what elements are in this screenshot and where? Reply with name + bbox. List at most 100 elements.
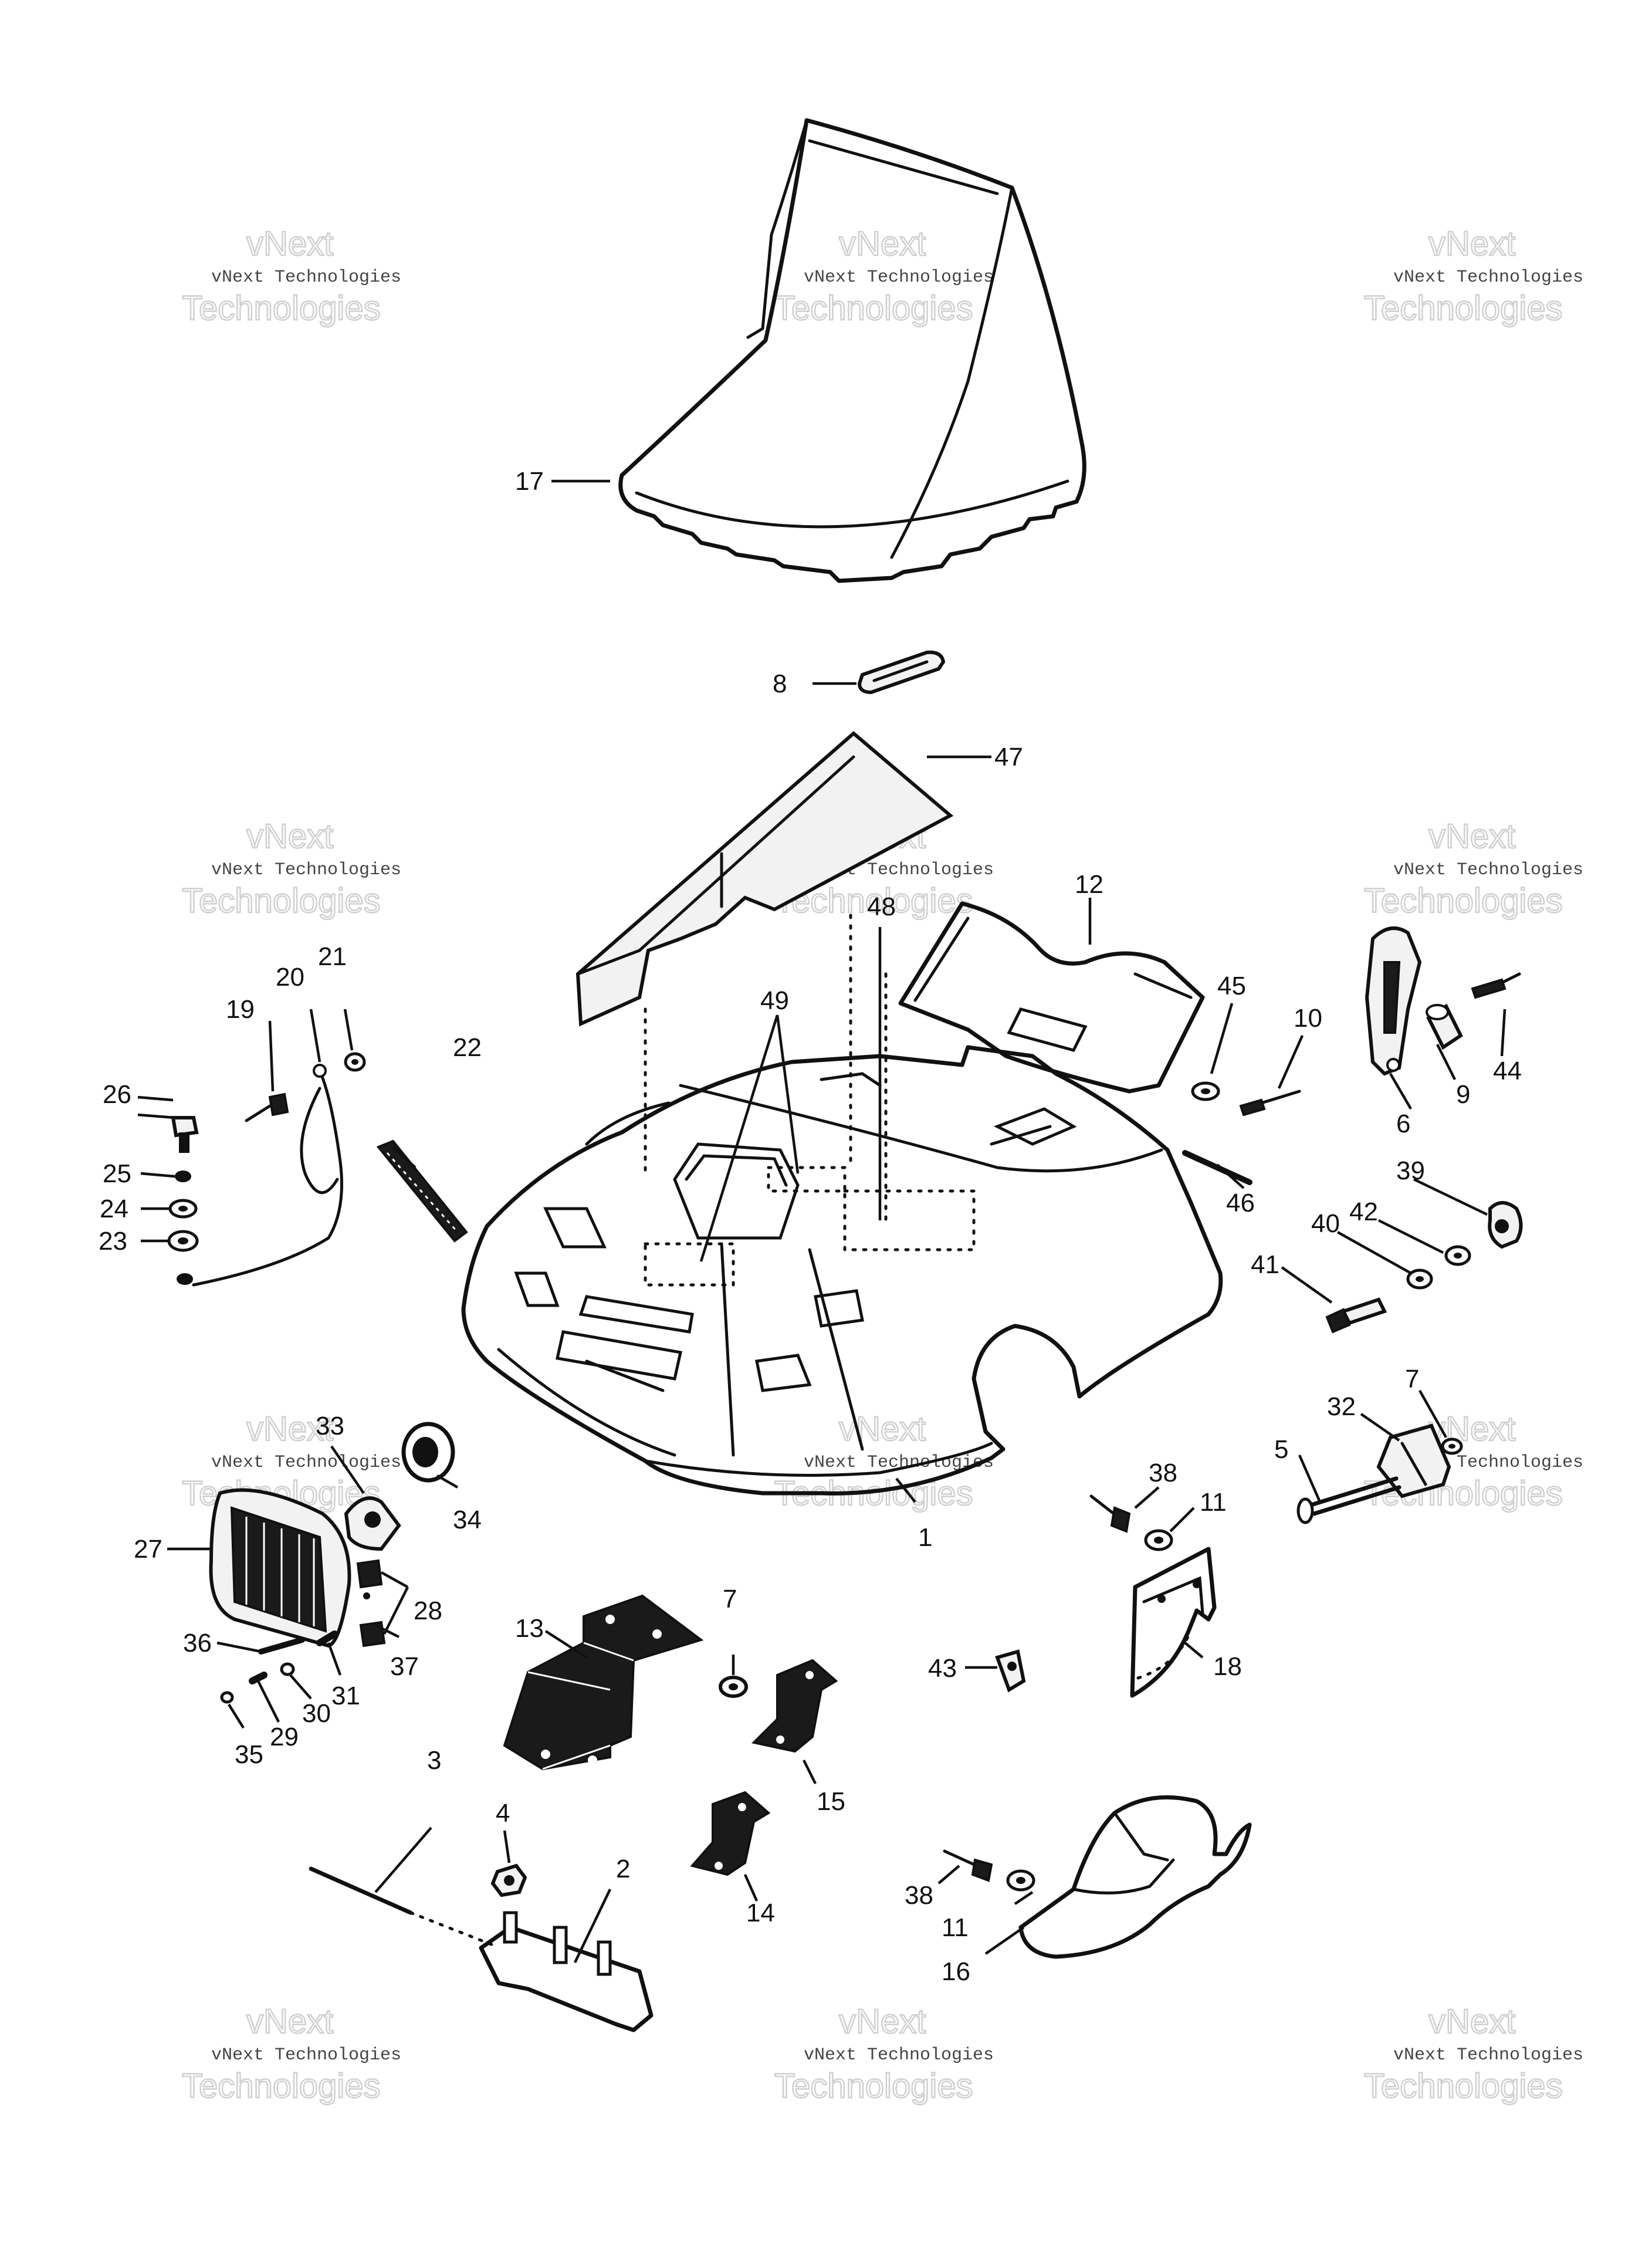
callout-10: 10 [1294,1004,1322,1033]
callout-24: 24 [100,1195,128,1223]
latch-handle-part[interactable] [1365,926,1422,1076]
mesh-bracket-part-14[interactable] [690,1791,771,1876]
callout-17: 17 [515,467,544,496]
svg-text:vNext Technologies: vNext Technologies [804,2045,994,2065]
svg-text:vNext: vNext [1428,2002,1515,2041]
washer-part-40[interactable] [1406,1268,1433,1290]
washer-part-45[interactable] [1191,1081,1220,1101]
nut-part-39[interactable] [1488,1201,1523,1249]
callout-35: 35 [235,1740,263,1769]
seat-cover-part[interactable] [1018,1795,1252,1959]
callout-8: 8 [773,669,787,698]
callout-9: 9 [1456,1080,1470,1109]
clip-part-28[interactable] [356,1559,386,1648]
svg-text:Technologies: Technologies [774,2067,973,2105]
screw-part-36[interactable] [258,1637,305,1655]
bulb-part-33[interactable] [344,1496,401,1551]
callout-6: 6 [1396,1109,1410,1138]
bolt-part-26[interactable] [171,1116,199,1153]
screw-part-29[interactable] [249,1672,268,1684]
callout-7-center: 7 [723,1585,737,1613]
svg-text:Technologies: Technologies [1364,2067,1563,2105]
nut-part-35[interactable] [220,1691,234,1704]
callout-45: 45 [1217,972,1246,1000]
foam-strip-part[interactable] [576,731,954,1027]
cable-part-20[interactable] [192,1064,343,1287]
callout-38-upper: 38 [1149,1459,1177,1487]
washer-part-7-center[interactable] [719,1676,748,1698]
callout-38-lower: 38 [905,1881,933,1910]
washer-part-24[interactable] [168,1199,198,1219]
callout-2: 2 [616,1855,630,1883]
svg-text:vNext Technologies: vNext Technologies [211,1453,401,1473]
callout-33: 33 [316,1412,344,1440]
bolt-part-5[interactable] [1296,1476,1402,1524]
watermark-bottom-center: vNext vNext Technologies Technologies [774,2002,994,2106]
svg-text:vNext Technologies: vNext Technologies [1393,860,1583,880]
callout-20: 20 [276,963,304,992]
callout-32: 32 [1327,1392,1356,1421]
svg-text:Technologies: Technologies [1364,882,1563,920]
svg-text:vNext: vNext [1428,225,1515,263]
svg-text:vNext Technologies: vNext Technologies [1393,268,1583,287]
bulb-cap-part-34[interactable] [401,1422,455,1483]
watermark-bottom-left: vNext vNext Technologies Technologies [181,2002,401,2106]
clip-part-43[interactable] [995,1649,1026,1693]
callout-21: 21 [318,942,347,971]
svg-text:vNext: vNext [839,1410,926,1448]
rod-part-3[interactable] [309,1866,495,1947]
washer-part-25[interactable] [175,1171,191,1182]
rivet-part-38-lower[interactable] [943,1849,993,1882]
callout-36: 36 [183,1629,212,1657]
panel-part[interactable] [898,901,1205,1094]
cable-end-part[interactable] [177,1273,193,1285]
callout-22: 22 [453,1033,482,1062]
washer-part-42[interactable] [1444,1245,1471,1266]
washer-part-11-lower[interactable] [1006,1869,1035,1892]
pin-part-46[interactable] [1182,1150,1252,1185]
callout-39: 39 [1396,1156,1425,1185]
nut-part-4[interactable] [490,1863,527,1897]
bracket-part-2[interactable] [479,1911,654,2032]
callout-12: 12 [1075,870,1103,899]
bolt-part-41[interactable] [1325,1297,1387,1334]
clip-part[interactable] [857,650,946,695]
spacer-part[interactable] [1426,1003,1463,1050]
mesh-bracket-part-15[interactable] [751,1659,838,1753]
hood-part[interactable] [461,914,1223,1496]
nut-part-30[interactable] [280,1662,295,1676]
callout-26: 26 [103,1080,131,1109]
svg-text:vNext: vNext [839,225,926,263]
watermarks: vNext vNext Technologies Technologies vN… [181,224,1583,2106]
svg-text:vNext: vNext [839,2002,926,2041]
callout-43: 43 [928,1654,957,1683]
rivet-part-38-upper[interactable] [1089,1494,1131,1533]
washer-part-23[interactable] [167,1230,199,1252]
svg-text:vNext: vNext [246,2002,333,2041]
callout-34: 34 [453,1506,482,1534]
washer-part-21[interactable] [344,1052,366,1072]
spring-part-22[interactable] [376,1139,468,1243]
watermark-top-center: vNext vNext Technologies Technologies [774,224,994,329]
rivet-part-44[interactable] [1471,972,1521,999]
callout-16: 16 [942,1957,970,1986]
watermark-lower-center: vNext vNext Technologies Technologies [774,1409,994,1514]
rivet-part-10[interactable] [1239,1090,1301,1117]
watermark-mid-left: vNext vNext Technologies Technologies [181,817,401,921]
mesh-bracket-part-13[interactable] [503,1594,704,1771]
callout-48: 48 [867,892,896,921]
headlight-part-27[interactable] [209,1488,351,1648]
callout-40: 40 [1311,1209,1340,1238]
rivet-part-19[interactable] [245,1092,289,1122]
svg-text:vNext: vNext [246,817,333,855]
screw-part-31[interactable] [316,1630,338,1646]
washer-part-11-upper[interactable] [1144,1529,1173,1551]
callout-44: 44 [1493,1057,1522,1085]
svg-text:vNext Technologies: vNext Technologies [211,860,401,880]
deflector-part-18[interactable] [1130,1547,1217,1698]
callout-46: 46 [1226,1189,1255,1217]
washer-part-7-right[interactable] [1441,1437,1463,1455]
callout-29: 29 [270,1723,299,1751]
windshield-part[interactable] [618,118,1086,583]
